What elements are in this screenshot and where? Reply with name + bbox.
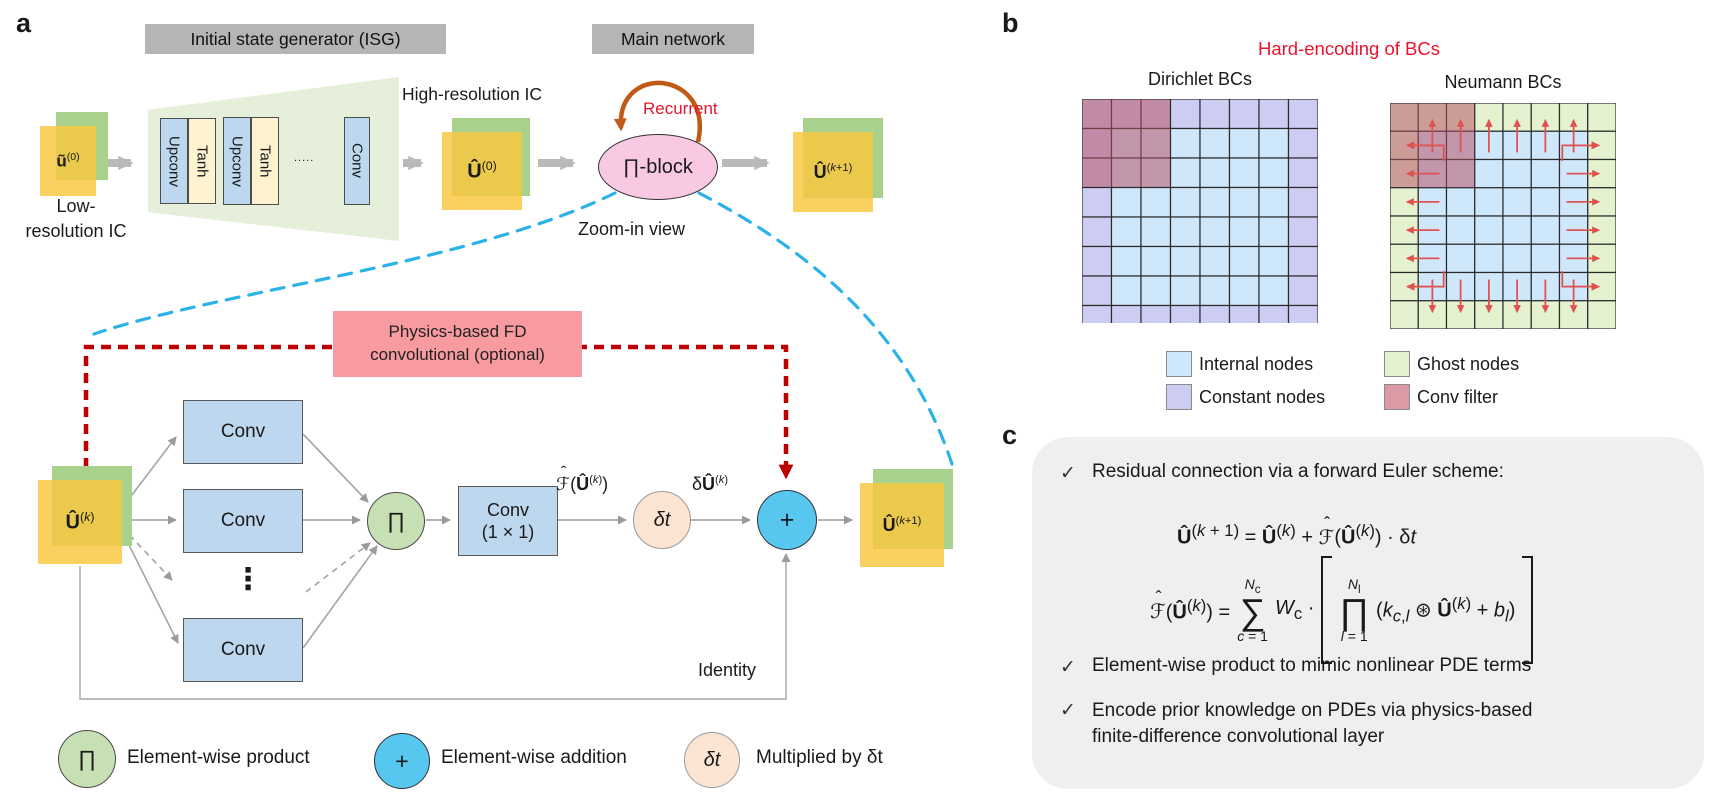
conv-box-3: Conv (183, 618, 303, 682)
hard-encoding-title: Hard-encoding of BCs (1257, 38, 1440, 59)
left-bracket (1321, 556, 1333, 664)
conv-box-2: Conv (183, 489, 303, 553)
delta-u-label: δÛ(k) (692, 474, 729, 494)
legend-ghost-text: Ghost nodes (1417, 354, 1520, 374)
recurrent-label: Recurrent (643, 99, 718, 118)
bullet-elementwise: Element-wise product to mimic nonlinear … (1092, 655, 1532, 676)
isg-tanh-layer-2: Tanh (251, 117, 279, 205)
right-bracket (1522, 556, 1534, 664)
conv-1x1-box: Conv (1 × 1) (458, 486, 558, 556)
panel-c-label: c (1002, 420, 1018, 450)
uk-card: Û(k) (38, 480, 122, 564)
identity-label: Identity (698, 660, 757, 680)
legend-ghost-swatch (1384, 351, 1410, 377)
dirichlet-grid (1082, 99, 1318, 323)
isg-title-chip: Initial state generator (ISG) (145, 24, 446, 54)
legend-addition-icon: + (374, 733, 430, 789)
equation-euler: Û(k + 1) = Û(k) + ℱ(Û(k)) · δt (1177, 521, 1416, 550)
pi-block-ellipse: ∏-block (598, 134, 718, 200)
legend-addition-text: Element-wise addition (441, 747, 627, 768)
isg-upconv-layer-2: Upconv (223, 117, 251, 205)
uk-card-label: Û(k) (65, 509, 95, 534)
eq2-sum: Nc ∑ c = 1 (1237, 575, 1268, 645)
conv-box-1: Conv (183, 400, 303, 464)
check-icon: ✓ (1060, 463, 1076, 484)
pi-block-label: ∏-block (623, 155, 693, 178)
legend-dt-text: Multiplied by δt (756, 747, 883, 768)
uk1-out-card: Û(k+1) (860, 483, 944, 567)
high-res-caption: High-resolution IC (402, 84, 543, 104)
eq2-lhs: ℱ(Û(k)) = (1150, 596, 1230, 625)
legend-filter-text: Conv filter (1417, 387, 1499, 407)
physics-fd-box: Physics-based FD convolutional (optional… (333, 311, 582, 377)
legend-internal-text: Internal nodes (1199, 354, 1314, 374)
f-hat-label: ℱ(Û(k)) (556, 474, 608, 495)
check-icon: ✓ (1060, 700, 1076, 721)
u0-card: Û(0) (442, 132, 522, 210)
u0-card-label: Û(0) (467, 158, 497, 183)
uk1-top-card-label: Û(k+1) (813, 161, 853, 182)
check-icon: ✓ (1060, 657, 1076, 678)
legend-filter-swatch (1384, 384, 1410, 410)
eq2-prod: Nl ∏ l = 1 (1339, 575, 1370, 645)
neumann-title: Neumann BCs (1444, 72, 1562, 92)
main-network-title-chip: Main network (592, 24, 754, 54)
low-res-card: ũ(0) (40, 126, 96, 196)
physics-fd-box-line2: convolutional (optional) (370, 345, 545, 364)
legend-constant-swatch (1166, 384, 1192, 410)
equation-fhat: ℱ(Û(k)) = Nc ∑ c = 1 Wc · Nl ∏ l = 1 (kc… (1150, 556, 1534, 664)
panel-b-label: b (1002, 8, 1019, 38)
panel-a-label: a (16, 8, 32, 38)
zoom-in-view-label: Zoom-in view (578, 219, 686, 239)
conv-1x1-line2: (1 × 1) (481, 522, 535, 542)
conv-stack-ellipsis: ⋮ (233, 563, 263, 596)
eq2-coeff: Wc · (1274, 596, 1315, 623)
isg-upconv-layer-1: Upconv (160, 118, 188, 204)
neumann-grid (1390, 103, 1616, 329)
bullet-prior-knowledge: Encode prior knowledge on PDEs via physi… (1092, 700, 1533, 747)
bullet-residual: Residual connection via a forward Euler … (1092, 461, 1504, 482)
uk1-top-card: Û(k+1) (793, 132, 873, 212)
uk1-out-card-label: Û(k+1) (882, 514, 922, 535)
dirichlet-title: Dirichlet BCs (1147, 69, 1253, 89)
physics-fd-box-line1: Physics-based FD (388, 322, 527, 342)
low-res-caption: Low- resolution IC (25, 196, 127, 241)
legend-product-icon: ∏ (58, 730, 116, 788)
low-res-card-label: ũ(0) (56, 150, 80, 171)
isg-tanh-layer-1: Tanh (188, 118, 216, 204)
legend-internal-swatch (1166, 351, 1192, 377)
product-operator-circle: ∏ (367, 492, 425, 550)
addition-operator-circle: + (757, 490, 817, 550)
conv-1x1-line1: Conv (486, 499, 530, 520)
isg-conv-layer: Conv (344, 117, 370, 205)
zoom-leader-right-icon (697, 191, 954, 466)
eq2-body: (kc,l ⊛ Û(k) + bl) (1376, 593, 1516, 626)
panel-c-card (1032, 437, 1704, 789)
legend-constant-text: Constant nodes (1199, 387, 1326, 407)
isg-ellipsis-dots: ..... (294, 152, 315, 164)
legend-product-text: Element-wise product (127, 747, 310, 768)
